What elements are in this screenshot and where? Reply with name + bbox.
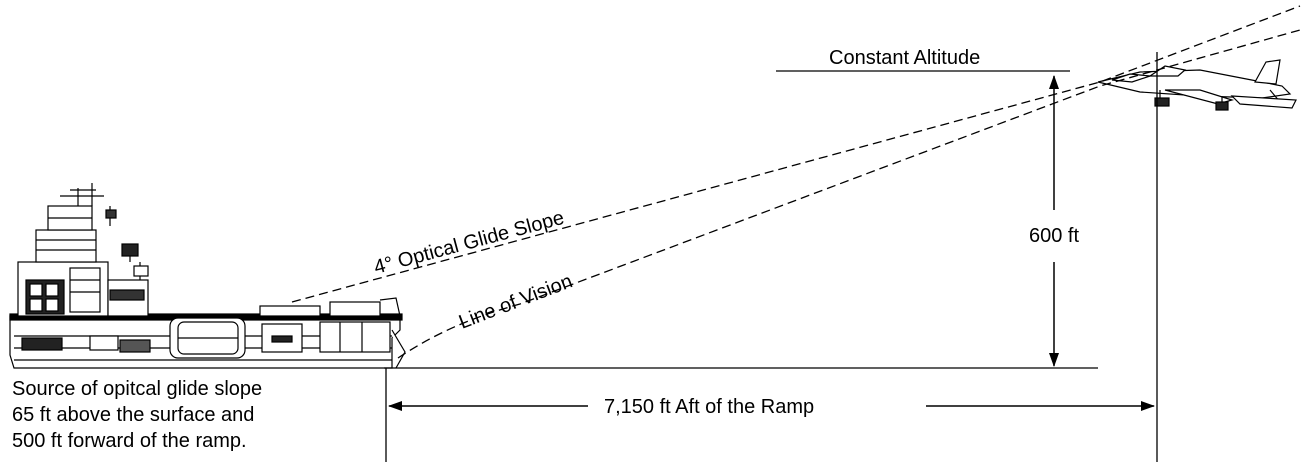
line-of-vision-line [397,29,1301,359]
constant-altitude-label: Constant Altitude [829,47,980,69]
aircraft-carrier-icon [9,183,406,369]
distance-label: 7,150 ft Aft of the Ramp [604,396,814,418]
altitude-label: 600 ft [1029,225,1079,247]
glide-slope-label: 4° Optical Glide Slope [372,207,567,279]
source-note: Source of opitcal glide slope 65 ft abov… [12,376,392,454]
source-note-line-3: 500 ft forward of the ramp. [12,430,247,452]
glide-slope-line [291,5,1301,303]
source-note-line-2: 65 ft above the surface and [12,404,255,426]
line-of-vision-label: Line of Vision [456,270,576,333]
aircraft-icon [1097,59,1297,111]
source-note-line-1: Source of opitcal glide slope [12,378,263,400]
